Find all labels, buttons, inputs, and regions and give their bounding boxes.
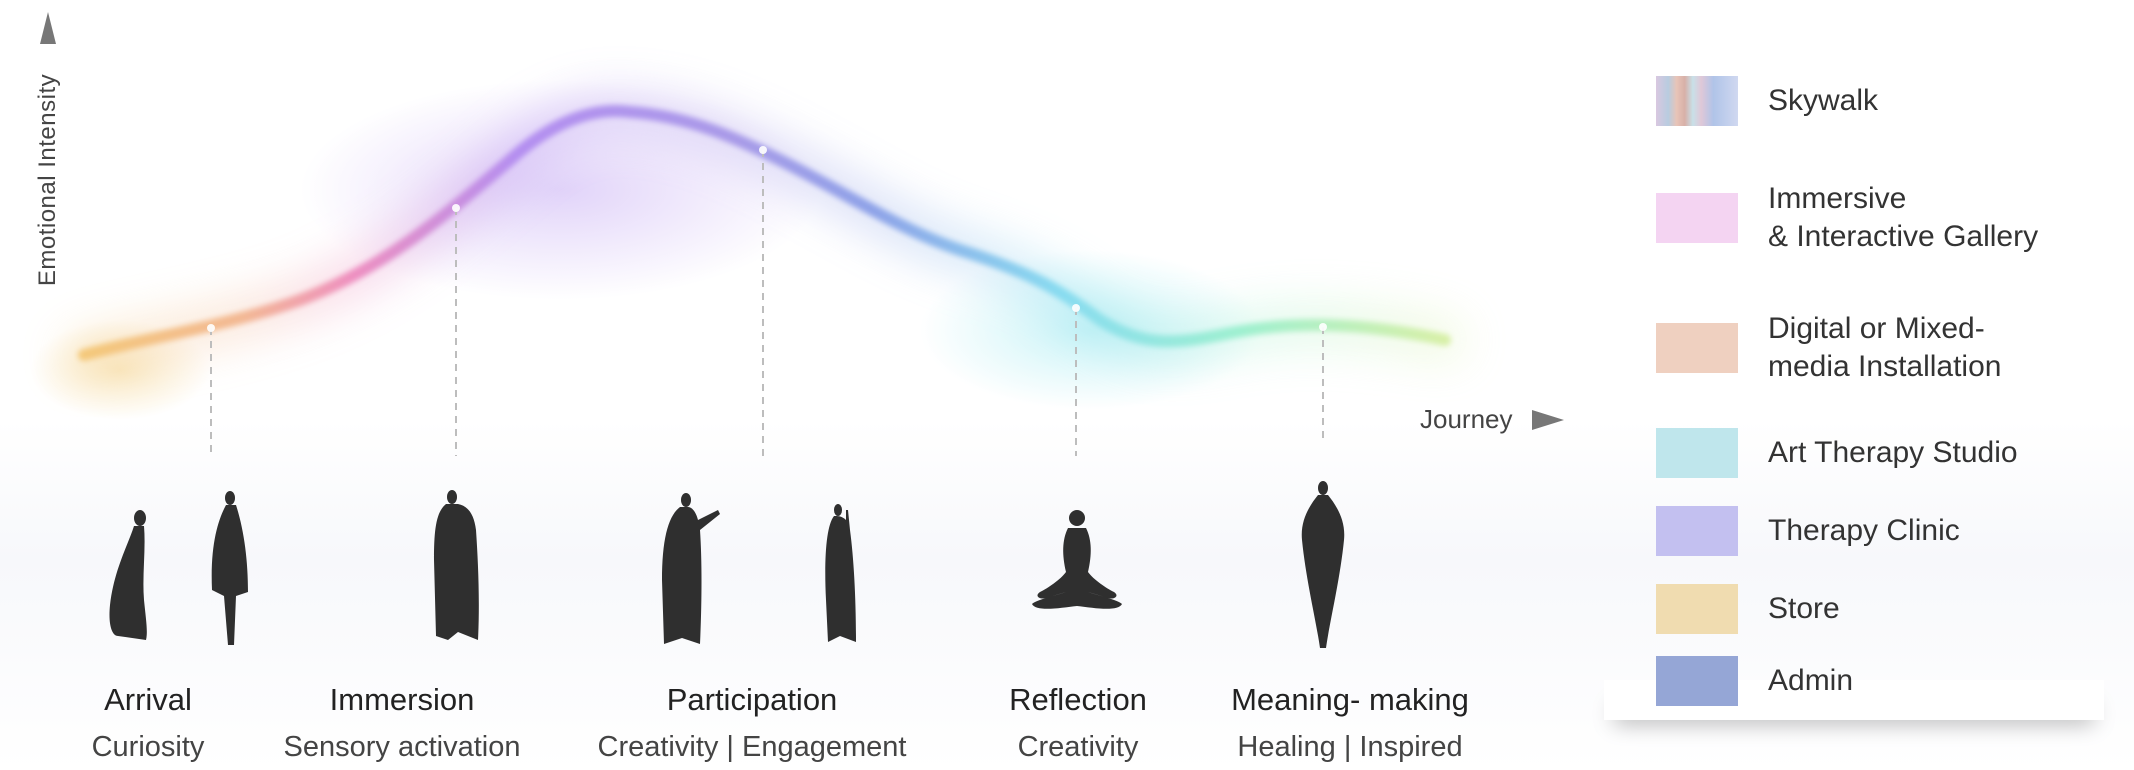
stage-subtitle: Healing | Inspired <box>1237 731 1463 763</box>
silhouette-participation-2-icon <box>825 504 856 642</box>
legend-label: Art Therapy Studio <box>1768 436 2018 469</box>
silhouette-reflection-meditation-icon <box>1032 510 1122 609</box>
stage-subtitle: Creativity | Engagement <box>597 731 907 763</box>
stage-subtitle: Creativity <box>1017 731 1139 763</box>
legend-item-clinic: Therapy Clinic <box>1656 506 1960 556</box>
legend: Skywalk Immersive & Interactive Gallery … <box>1604 48 2110 748</box>
visitor-silhouettes <box>109 481 1345 648</box>
silhouette-immersion-icon <box>434 490 479 640</box>
y-axis-label: Emotional Intensity <box>34 73 61 287</box>
stage-title: Reflection <box>1009 682 1147 717</box>
x-axis-arrow-icon <box>1532 410 1564 430</box>
legend-item-store: Store <box>1656 584 1840 634</box>
legend-label: Digital or Mixed- media Installation <box>1768 312 2002 383</box>
point-immersion <box>452 204 460 212</box>
silhouette-arrival-2-icon <box>211 491 248 645</box>
legend-swatch-installation <box>1656 323 1738 373</box>
stage-arrival: Arrival Curiosity <box>92 678 205 770</box>
legend-label: Store <box>1768 592 1840 625</box>
x-axis-label: Journey <box>1420 404 1513 434</box>
point-arrival <box>207 324 215 332</box>
y-axis-arrow-icon <box>40 12 56 44</box>
silhouette-meaning-icon <box>1301 481 1345 648</box>
legend-swatch-admin <box>1656 656 1738 706</box>
legend-swatch-clinic <box>1656 506 1738 556</box>
emotion-curve-plot <box>30 12 1564 648</box>
legend-label: Admin <box>1768 664 1854 697</box>
legend-item-gallery: Immersive & Interactive Gallery <box>1656 180 2038 256</box>
legend-item-installation: Digital or Mixed- media Installation <box>1656 310 2001 386</box>
legend-label: Therapy Clinic <box>1768 514 1960 547</box>
legend-swatch-skywalk <box>1656 76 1738 126</box>
legend-label: Skywalk <box>1768 84 1879 117</box>
silhouette-arrival-1-icon <box>109 510 147 640</box>
stage-title: Arrival <box>104 682 192 717</box>
stage-points <box>207 146 1327 332</box>
stage-subtitle: Curiosity <box>91 731 205 763</box>
stage-subtitle: Sensory activation <box>283 731 521 763</box>
stage-title: Immersion <box>329 682 475 717</box>
stage-meaning-making: Meaning- making Healing | Inspired <box>1231 678 1469 770</box>
legend-swatch-store <box>1656 584 1738 634</box>
emotion-curve <box>78 105 1451 361</box>
legend-item-art-therapy: Art Therapy Studio <box>1656 428 2018 478</box>
stage-reflection: Reflection Creativity <box>1009 678 1147 770</box>
point-reflection <box>1072 304 1080 312</box>
stage-title: Meaning- making <box>1231 682 1469 717</box>
legend-swatch-art-therapy <box>1656 428 1738 478</box>
stage-participation: Participation Creativity | Engagement <box>598 678 907 770</box>
stage-guides <box>210 150 1324 456</box>
stage-title: Participation <box>666 682 838 717</box>
point-participation <box>759 146 767 154</box>
point-meaning <box>1319 323 1327 331</box>
silhouette-participation-1-icon <box>662 493 720 644</box>
legend-label: Immersive & Interactive Gallery <box>1768 182 2039 253</box>
legend-item-admin: Admin <box>1656 656 1853 706</box>
legend-item-skywalk: Skywalk <box>1656 76 1878 126</box>
stage-immersion: Immersion Sensory activation <box>284 678 521 770</box>
legend-swatch-gallery <box>1656 193 1738 243</box>
